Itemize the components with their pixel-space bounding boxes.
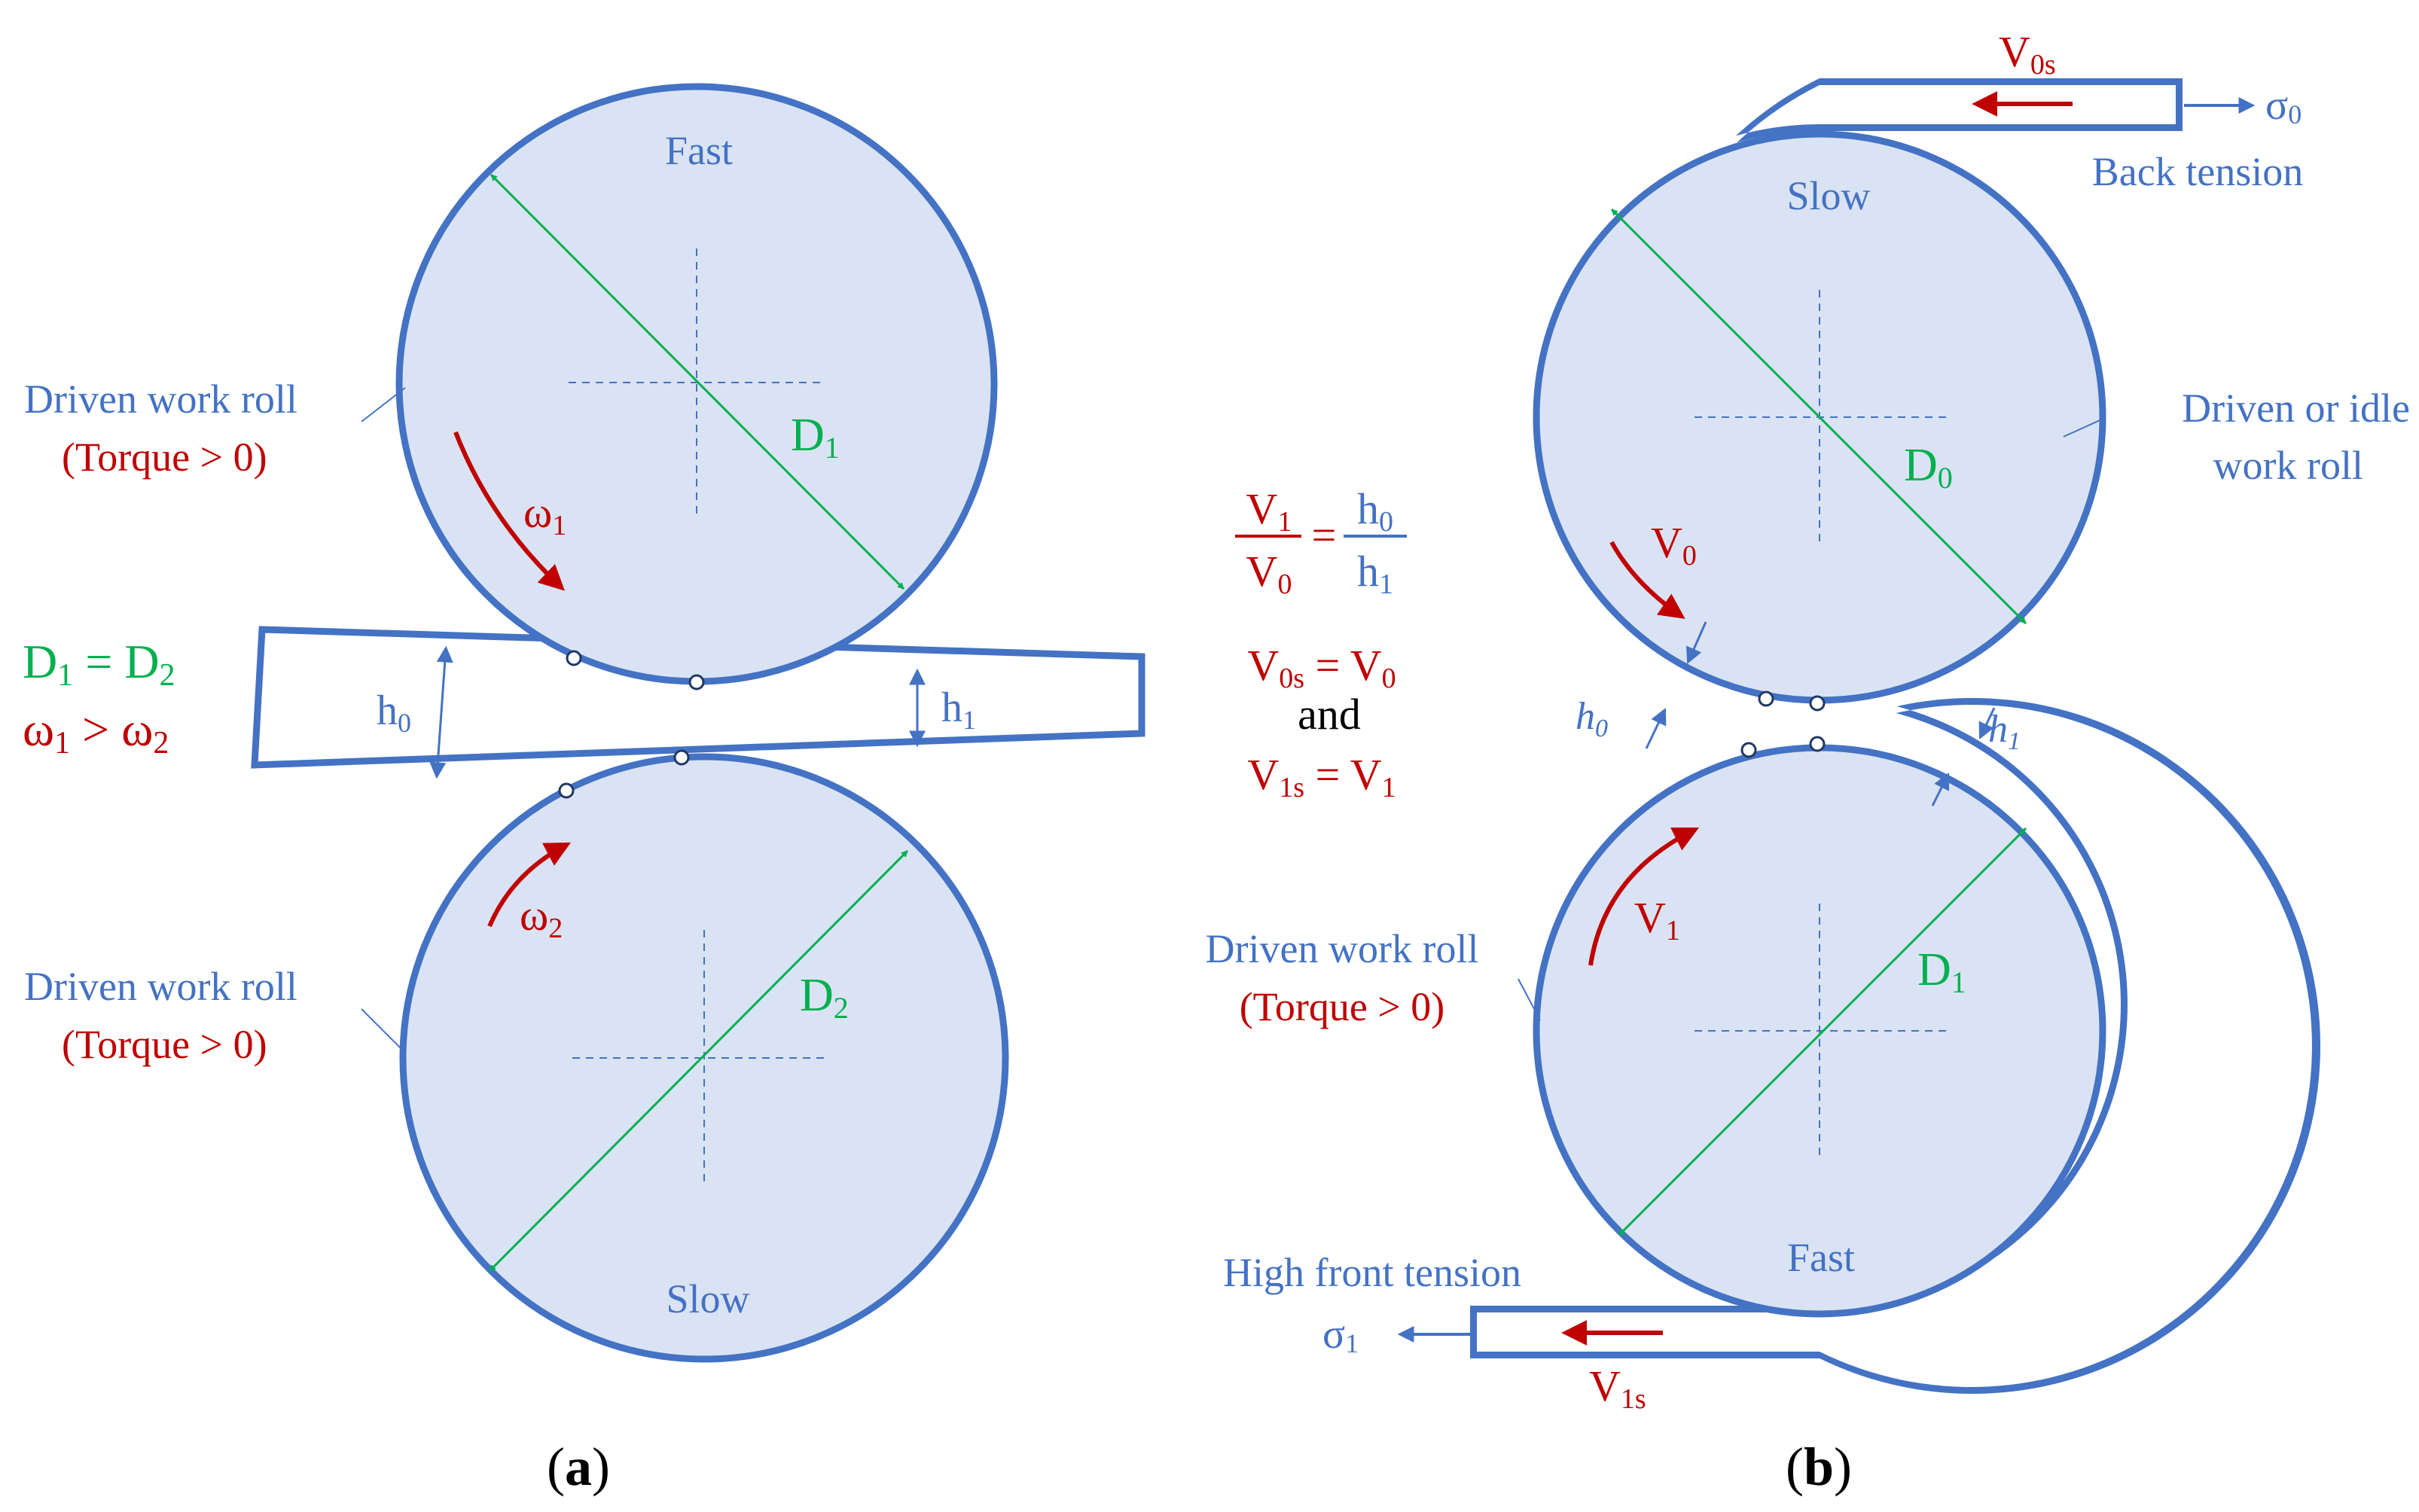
h1-label-b: h1 <box>1988 708 2021 755</box>
diameter-equality-label: D1 = D2 <box>23 635 175 693</box>
back-tension-label: Back tension <box>2092 149 2303 194</box>
panel-a: Fast Slow Driven work roll (Torque > 0) … <box>23 83 1145 1497</box>
omega-top-label-a: ω1 <box>523 488 566 541</box>
contact-point <box>1758 690 1774 707</box>
strip-velocity-out-label: V1s <box>1589 1361 1646 1415</box>
contact-point <box>1809 736 1826 752</box>
strip-b-outer <box>1470 78 2321 1394</box>
omega-bottom-label-a: ω2 <box>520 891 563 944</box>
rotation-arrow-top-a <box>453 431 565 591</box>
contact-point <box>566 650 582 666</box>
h1-dimension-b-lower <box>1931 773 1949 806</box>
top-diameter-label-a: D1 <box>791 410 840 465</box>
bottom-roll-a-diameter <box>488 849 909 1273</box>
h1-label-a: h1 <box>941 684 976 735</box>
rotation-arrow-bottom-a <box>487 842 572 928</box>
leader-bottom-roll-b <box>1518 978 1541 1021</box>
front-tension-label: High front tension <box>1223 1250 1521 1295</box>
top-roll-torque-label-a: (Torque > 0) <box>62 434 267 480</box>
ratio-right-numerator: h0 <box>1357 484 1393 538</box>
velocity-equation-entry: V0s = V0 <box>1247 641 1396 694</box>
top-roll-speed-label-a: Fast <box>665 128 733 173</box>
top-roll-name-label-a: Driven work roll <box>24 376 297 422</box>
bottom-roll-speed-label-a: Slow <box>666 1276 749 1321</box>
bottom-roll-name-label-b: Driven work roll <box>1206 926 1479 971</box>
bottom-diameter-label-a: D2 <box>800 970 849 1025</box>
contact-point <box>1740 742 1757 758</box>
ratio-equals: = <box>1312 511 1337 559</box>
strip-velocity-in-label: V0s <box>1999 27 2056 81</box>
top-roll-a-diameter <box>490 173 905 590</box>
h0-label-b: h0 <box>1576 695 1608 742</box>
bottom-roll-torque-label-b: (Torque > 0) <box>1240 984 1445 1029</box>
top-roll-name-label-b: Driven or idle <box>2182 386 2410 431</box>
velocity-equation-exit: V1s = V1 <box>1247 750 1396 803</box>
ratio-left-denominator: V0 <box>1246 547 1292 600</box>
h0-label-a: h0 <box>377 687 411 738</box>
v0-label-b: V0 <box>1651 518 1697 572</box>
rotation-arrow-top-b <box>1609 541 1685 619</box>
top-roll-speed-label-b: Slow <box>1786 173 1870 218</box>
h0-dimension-b-upper <box>1686 621 1707 665</box>
equations: V1 V0 = h0 h1 V0s = V0 and V1s = V1 <box>1235 484 1407 803</box>
strip-b-channel <box>1477 85 2312 1387</box>
contact-point <box>673 749 690 766</box>
bottom-roll-b-diameter <box>1618 827 2027 1236</box>
caption-b: (b) <box>1786 1437 1852 1497</box>
equations-and: and <box>1298 690 1361 739</box>
h0-dimension-a <box>429 645 453 779</box>
top-diameter-label-b: D0 <box>1904 440 1953 495</box>
rotation-arrow-bottom-b <box>1588 827 1700 966</box>
leader-bottom-roll-a <box>361 1008 404 1051</box>
ratio-left-numerator: V1 <box>1246 484 1292 538</box>
contact-point <box>558 782 575 799</box>
bottom-roll-speed-label-b: Fast <box>1787 1235 1855 1280</box>
contact-point <box>688 674 705 690</box>
panel-b: Slow Fast Driven or idle work roll Drive… <box>1206 27 2410 1497</box>
bottom-roll-torque-label-a: (Torque > 0) <box>62 1022 267 1067</box>
h0-dimension-b-lower <box>1645 708 1667 749</box>
bottom-roll-name-label-a: Driven work roll <box>24 964 297 1009</box>
top-roll-b-diameter <box>1610 208 2027 625</box>
leader-top-roll-a <box>361 387 406 422</box>
ratio-right-denominator: h1 <box>1357 547 1393 600</box>
v1-label-b: V1 <box>1634 893 1680 947</box>
contact-point <box>1809 695 1826 712</box>
sigma-back-label: σ0 <box>2265 82 2302 130</box>
h1-dimension-b-upper <box>1978 707 1996 739</box>
angular-speed-inequality-label: ω1 > ω2 <box>23 703 169 761</box>
bottom-diameter-label-b: D1 <box>1917 944 1966 999</box>
caption-a: (a) <box>547 1437 610 1497</box>
leader-top-roll-b <box>2063 417 2106 437</box>
top-roll-role-label-b: work roll <box>2213 443 2363 488</box>
sigma-front-label: σ1 <box>1322 1311 1359 1358</box>
